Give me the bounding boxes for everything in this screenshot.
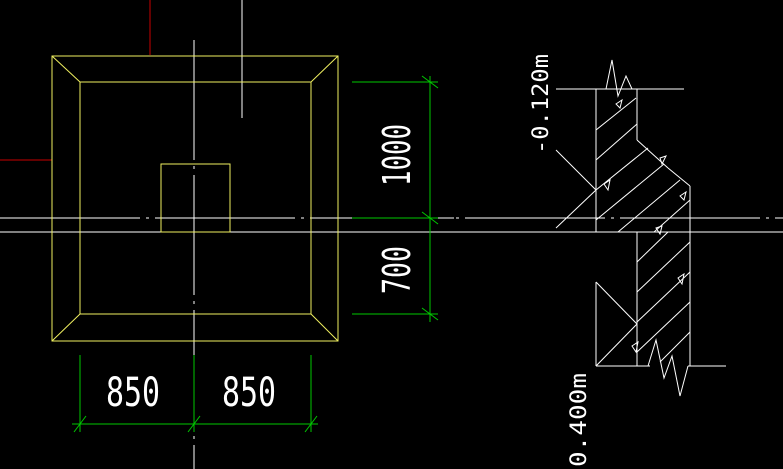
vertical-dimension bbox=[352, 75, 439, 322]
hatch-line bbox=[595, 163, 665, 221]
dimension-label-700: 700 bbox=[375, 246, 419, 294]
footing-corner-slope-tl bbox=[51, 55, 81, 83]
elevation-label-bottom: 0.400m bbox=[567, 373, 592, 467]
aggregate-mark bbox=[679, 190, 687, 201]
upper-wall-step-right bbox=[667, 167, 691, 187]
tick-right bbox=[304, 415, 318, 433]
footing-outer-outline bbox=[51, 55, 339, 342]
upper-earth-slope-lower bbox=[555, 189, 597, 229]
hatch-line bbox=[636, 271, 691, 323]
hatch-line bbox=[595, 97, 637, 131]
hatch-line bbox=[636, 231, 669, 263]
upper-earth-slope bbox=[555, 149, 597, 191]
tick-left bbox=[73, 415, 87, 433]
foundation-plan bbox=[51, 55, 339, 342]
aggregate-mark bbox=[631, 340, 639, 354]
hatch-line bbox=[595, 123, 638, 161]
column-outline bbox=[160, 163, 231, 233]
dimension-label-1000: 1000 bbox=[375, 124, 419, 186]
elevation-label-top: -0.120m bbox=[529, 54, 554, 154]
upper-wall-step-slope bbox=[636, 139, 669, 169]
hatch-line bbox=[659, 331, 691, 363]
reference-lines bbox=[0, 0, 151, 161]
hatch-line bbox=[636, 301, 691, 353]
aggregate-mark bbox=[615, 98, 623, 109]
center-marks bbox=[122, 72, 454, 219]
footing-corner-slope-br bbox=[310, 313, 339, 342]
aggregate-mark bbox=[659, 155, 667, 166]
lower-earth-slope-2 bbox=[595, 323, 638, 367]
dimension-label-850-right: 850 bbox=[222, 370, 276, 416]
tick-middle bbox=[187, 415, 201, 433]
tick-top bbox=[421, 75, 439, 89]
dimension-label-850-left: 850 bbox=[106, 370, 160, 416]
footing-corner-slope-tr bbox=[310, 55, 339, 83]
aggregate-mark bbox=[603, 178, 611, 192]
break-symbol-upper bbox=[596, 59, 637, 98]
footing-corner-slope-bl bbox=[51, 313, 81, 342]
hatch-line bbox=[636, 241, 691, 293]
hatch-line bbox=[617, 179, 681, 233]
tick-center bbox=[421, 211, 439, 225]
aggregate-mark bbox=[677, 272, 685, 286]
footing-inner-outline bbox=[79, 81, 312, 315]
break-symbol-lower bbox=[647, 338, 689, 397]
horizontal-dimension bbox=[72, 355, 318, 433]
section-detail bbox=[555, 59, 726, 397]
lower-earth-slope bbox=[595, 281, 638, 325]
aggregate-mark bbox=[655, 225, 663, 236]
tick-bottom bbox=[421, 307, 439, 321]
